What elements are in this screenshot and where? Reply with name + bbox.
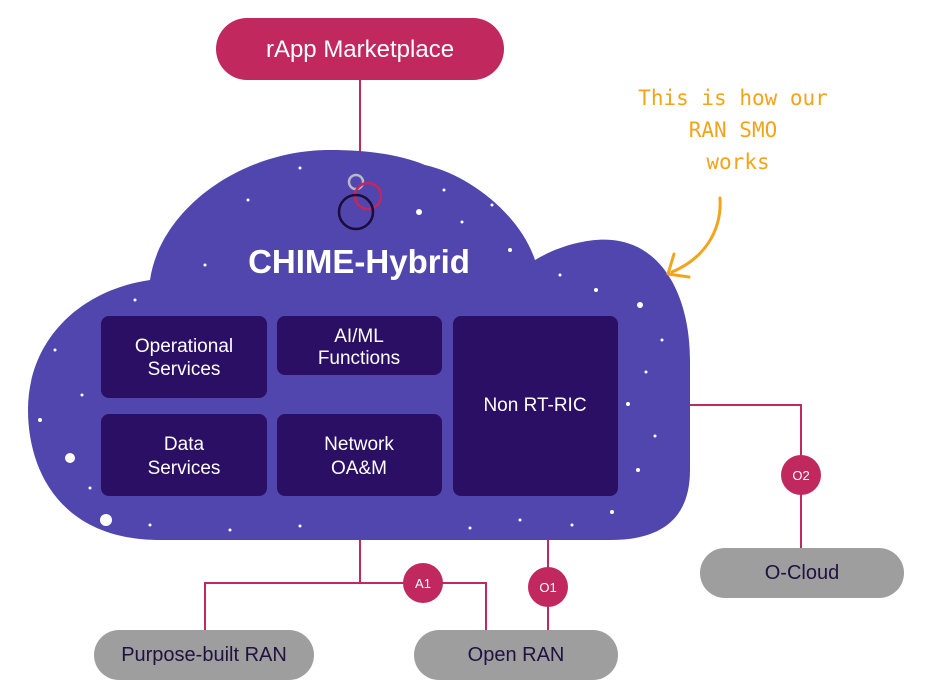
- star: [203, 263, 207, 267]
- star: [133, 298, 137, 302]
- box-label: Network: [324, 434, 394, 455]
- box-label: Non RT-RIC: [483, 395, 586, 416]
- badge-o2: O2: [781, 455, 821, 495]
- box-data-services: [101, 414, 267, 496]
- box-label: OA&M: [331, 458, 387, 479]
- box-network-oam: [277, 414, 442, 496]
- star: [298, 524, 302, 528]
- star: [653, 434, 657, 438]
- badge-a1-label: A1: [415, 576, 431, 591]
- star: [558, 273, 562, 277]
- star: [88, 486, 92, 490]
- annotation-line: This is how our: [638, 86, 828, 110]
- star: [468, 526, 472, 530]
- badge-o1: O1: [528, 567, 568, 607]
- a1-link-open-ran: [360, 582, 487, 632]
- box-label: Services: [148, 359, 221, 380]
- box-non-rt-ric: [453, 316, 618, 496]
- star: [65, 453, 75, 463]
- badge-o1-label: O1: [539, 580, 556, 595]
- chime-logo: [337, 173, 383, 231]
- o-cloud-label: O-Cloud: [765, 562, 839, 584]
- box-label: AI/ML: [334, 326, 384, 347]
- star: [442, 188, 446, 192]
- star: [100, 514, 112, 526]
- badge-o2-circle: [781, 455, 821, 495]
- function-boxes: Operational Services AI/ML Functions Dat…: [101, 316, 618, 496]
- star: [416, 209, 422, 215]
- box-label: Functions: [318, 348, 400, 369]
- rapp-marketplace-label: rApp Marketplace: [266, 36, 454, 63]
- star: [53, 348, 57, 352]
- annotation-arrowhead: [666, 252, 691, 279]
- box-operational-services: [101, 316, 267, 398]
- star: [518, 518, 522, 522]
- box-ai-ml-functions: [277, 316, 442, 375]
- star: [38, 418, 42, 422]
- o-cloud-pill: [700, 548, 904, 598]
- logo-ring-dark: [337, 193, 375, 231]
- badge-a1-circle: [403, 563, 443, 603]
- box-label: Services: [148, 458, 221, 479]
- annotation-line: works: [706, 150, 769, 174]
- star: [460, 220, 464, 224]
- purpose-built-ran-label: Purpose-built RAN: [121, 644, 287, 666]
- box-label: Data: [164, 434, 205, 455]
- box-label: Operational: [135, 336, 233, 357]
- star: [246, 198, 250, 202]
- star: [644, 370, 648, 374]
- star: [594, 288, 598, 292]
- star: [637, 302, 643, 308]
- cloud-title: CHIME-Hybrid: [248, 243, 470, 280]
- annotation-line: RAN SMO: [689, 118, 778, 142]
- o-cloud: O-Cloud: [700, 548, 904, 598]
- badge-o1-circle: [528, 567, 568, 607]
- purpose-built-ran: Purpose-built RAN: [94, 630, 314, 680]
- badge-a1: A1: [403, 563, 443, 603]
- a1-link: [204, 540, 361, 632]
- annotation-arrow: [670, 196, 722, 274]
- purpose-built-ran-pill: [94, 630, 314, 680]
- star: [298, 166, 302, 170]
- annotation: This is how our RAN SMO works: [638, 86, 828, 279]
- star: [610, 510, 614, 514]
- star: [660, 338, 664, 342]
- star: [570, 523, 574, 527]
- open-ran-label: Open RAN: [468, 644, 565, 666]
- star: [148, 523, 152, 527]
- rapp-marketplace-pill: [216, 18, 504, 80]
- star: [508, 248, 512, 252]
- badge-o2-label: O2: [792, 468, 809, 483]
- star: [80, 393, 84, 397]
- open-ran: Open RAN: [414, 630, 618, 680]
- stars: [38, 166, 664, 532]
- star: [626, 402, 630, 406]
- star: [490, 203, 494, 207]
- star: [228, 528, 232, 532]
- star: [636, 468, 640, 472]
- open-ran-pill: [414, 630, 618, 680]
- o2-link: [686, 404, 802, 550]
- chime-hybrid-cloud: CHIME-Hybrid Operational Services AI/ML …: [28, 150, 690, 540]
- rapp-marketplace: rApp Marketplace: [216, 18, 504, 80]
